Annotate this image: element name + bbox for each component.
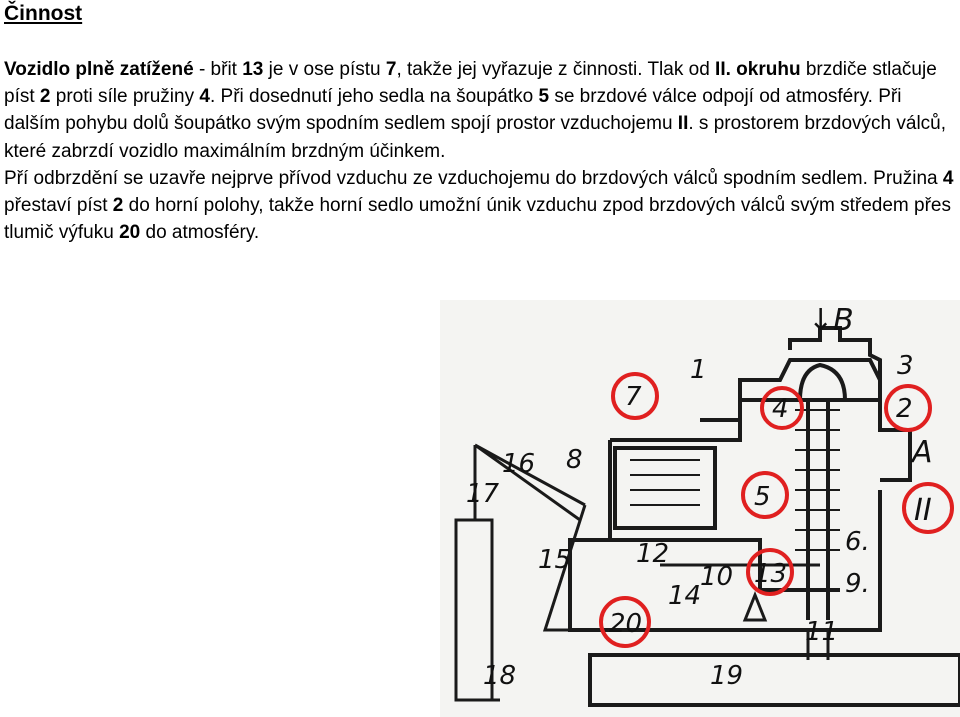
- text-run: 13: [242, 59, 264, 80]
- text-run: 2: [39, 86, 51, 108]
- highlight-circle-4: [760, 386, 804, 430]
- label-13: 13: [754, 559, 787, 589]
- diagram-labels: 1 2 3 4 5 6. 7 8 9. 10 11 12 13 14 15 16…: [466, 303, 933, 691]
- highlight-circle-7: [611, 372, 659, 420]
- text-run: je v ose pístu: [263, 59, 386, 80]
- text-run: Vozidlo plně zatížené: [4, 59, 194, 80]
- label-1: 1: [690, 355, 707, 385]
- highlight-circle-5: [741, 471, 789, 519]
- label-5: 5: [754, 482, 771, 512]
- label-20: 20: [609, 609, 642, 639]
- text-run: do horní polohy, takže horní sedlo umožn…: [4, 195, 951, 244]
- text-run: II. okruhu: [715, 59, 801, 80]
- text-run: 4: [199, 86, 210, 108]
- text-run: do atmosféry.: [140, 222, 260, 244]
- paragraph-2: Pří odbrzdění se uzavře nejprve přívod v…: [4, 165, 954, 247]
- text-run: 2: [112, 195, 124, 217]
- valve-housing: [454, 326, 960, 707]
- label-14: 14: [668, 581, 701, 611]
- text-run: 4: [942, 167, 954, 189]
- text-run: Pří odbrzdění se uzavře nejprve přívod v…: [4, 167, 943, 189]
- highlight-circle-13: [746, 548, 794, 596]
- label-18: 18: [483, 661, 516, 691]
- label-A: A: [910, 435, 933, 470]
- label-9: 9.: [845, 569, 870, 599]
- label-II: II: [914, 493, 932, 528]
- highlight-circle-20: [599, 596, 651, 648]
- text-run: - břit: [193, 59, 243, 80]
- label-B: ↓B: [808, 303, 854, 338]
- paragraph-1: Vozidlo plně zatížené - břit 13 je v ose…: [4, 56, 954, 165]
- highlight-circles: [599, 372, 954, 648]
- highlight-circle-2: [884, 384, 932, 432]
- highlight-circle-II: [902, 482, 954, 534]
- page-title: Činnost: [4, 2, 83, 25]
- label-17: 17: [466, 479, 500, 509]
- text-run: přestaví píst: [4, 195, 113, 217]
- label-4: 4: [772, 394, 789, 424]
- text-run: II: [677, 113, 689, 135]
- body-text: Vozidlo plně zatížené - břit 13 je v ose…: [4, 56, 954, 246]
- text-run: 7: [385, 59, 397, 80]
- label-8: 8: [566, 445, 583, 475]
- text-run: proti síle pružiny: [50, 86, 200, 108]
- text-run: 20: [119, 222, 141, 244]
- brake-valve-diagram: 1 2 3 4 5 6. 7 8 9. 10 11 12 13 14 15 16…: [440, 300, 960, 717]
- label-16: 16: [502, 449, 535, 479]
- label-3: 3: [897, 351, 914, 381]
- text-run: . s prostorem brzdových válců, které zab…: [4, 113, 947, 162]
- label-12: 12: [636, 539, 669, 569]
- label-19: 19: [710, 661, 743, 691]
- label-10: 10: [700, 562, 733, 592]
- text-run: brzdiče stlačuje píst: [4, 59, 937, 108]
- label-2: 2: [896, 394, 913, 424]
- text-run: 5: [538, 86, 550, 108]
- text-run: se brzdové válce odpojí od atmosféry. Př…: [4, 86, 902, 135]
- label-15: 15: [538, 545, 571, 575]
- text-run: . Při dosednutí jeho sedla na šoupátko: [209, 86, 539, 108]
- label-11: 11: [805, 617, 838, 647]
- label-7: 7: [625, 382, 642, 412]
- label-6: 6.: [845, 527, 870, 557]
- text-run: , takže jej vyřazuje z činnosti. Tlak od: [396, 59, 716, 80]
